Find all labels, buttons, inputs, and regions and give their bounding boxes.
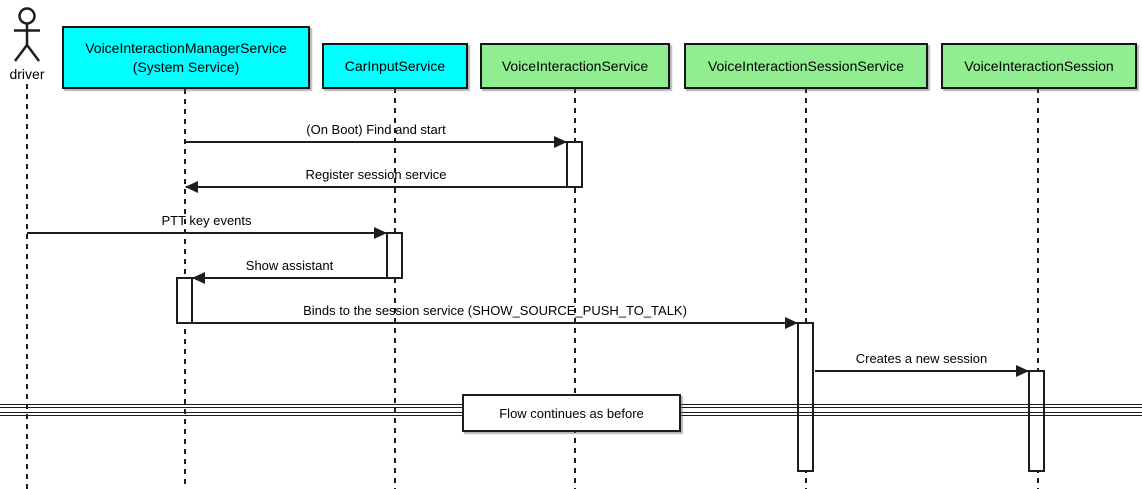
lifeline-voice-interaction-session <box>1037 88 1039 489</box>
participant-voice-interaction-service: VoiceInteractionService <box>480 43 670 89</box>
message-arrow-line <box>186 136 567 148</box>
arrowhead-right-icon <box>374 227 387 239</box>
divider-flow-continues-box: Flow continues as before <box>462 394 681 432</box>
lifeline-voice-interaction-session-service <box>805 88 807 489</box>
message-arrow-line <box>193 317 798 329</box>
participant-voice-interaction-session: VoiceInteractionSession <box>941 43 1137 89</box>
stick-figure-icon <box>14 7 40 62</box>
arrowhead-right-icon <box>554 136 567 148</box>
message-label: Show assistant <box>245 258 334 273</box>
lifeline-voice-interaction-service <box>574 88 576 489</box>
lifeline-car-input-service <box>394 88 396 489</box>
message-register-session-service: Register session service <box>185 167 566 193</box>
participant-label: VoiceInteractionManagerService <box>85 39 287 56</box>
message-on-boot-find-and-start: (On Boot) Find and start <box>186 122 567 148</box>
arrowhead-right-icon <box>1016 365 1029 377</box>
message-arrow-line <box>185 181 566 193</box>
message-arrow-line <box>815 365 1029 377</box>
activation-voice-interaction-manager-service <box>176 277 193 324</box>
divider-label: Flow continues as before <box>499 405 644 421</box>
arrowhead-left-icon <box>185 181 198 193</box>
participant-car-input-service: CarInputService <box>322 43 468 89</box>
message-binds-to-session-service: Binds to the session service (SHOW_SOURC… <box>193 303 798 329</box>
message-label: PTT key events <box>161 213 252 228</box>
participant-label: VoiceInteractionSessionService <box>707 57 905 74</box>
activation-voice-interaction-session-service <box>797 322 814 472</box>
message-arrow-line <box>27 227 387 239</box>
message-label: Creates a new session <box>855 351 988 366</box>
activation-voice-interaction-service <box>566 141 583 188</box>
participant-label: VoiceInteractionSession <box>964 57 1114 74</box>
arrowhead-left-icon <box>192 272 205 284</box>
participant-voice-interaction-session-service: VoiceInteractionSessionService <box>684 43 928 89</box>
participant-voice-interaction-manager-service: VoiceInteractionManagerService (System S… <box>62 26 310 89</box>
message-label: Binds to the session service (SHOW_SOURC… <box>303 303 687 318</box>
message-show-assistant: Show assistant <box>192 258 386 284</box>
actor-label: driver <box>9 66 45 82</box>
lifeline-driver <box>26 84 28 489</box>
participant-label: CarInputService <box>344 57 446 74</box>
activation-car-input-service <box>386 232 403 279</box>
participant-label: VoiceInteractionService <box>501 57 649 74</box>
message-creates-new-session: Creates a new session <box>815 351 1029 377</box>
message-label: (On Boot) Find and start <box>306 122 446 137</box>
arrowhead-right-icon <box>785 317 798 329</box>
message-label: Register session service <box>305 167 447 182</box>
activation-voice-interaction-session <box>1028 370 1045 472</box>
actor-driver: driver <box>0 5 54 82</box>
message-ptt-key-events: PTT key events <box>27 213 387 239</box>
message-arrow-line <box>192 272 386 284</box>
participant-sublabel: (System Service) <box>132 58 240 75</box>
